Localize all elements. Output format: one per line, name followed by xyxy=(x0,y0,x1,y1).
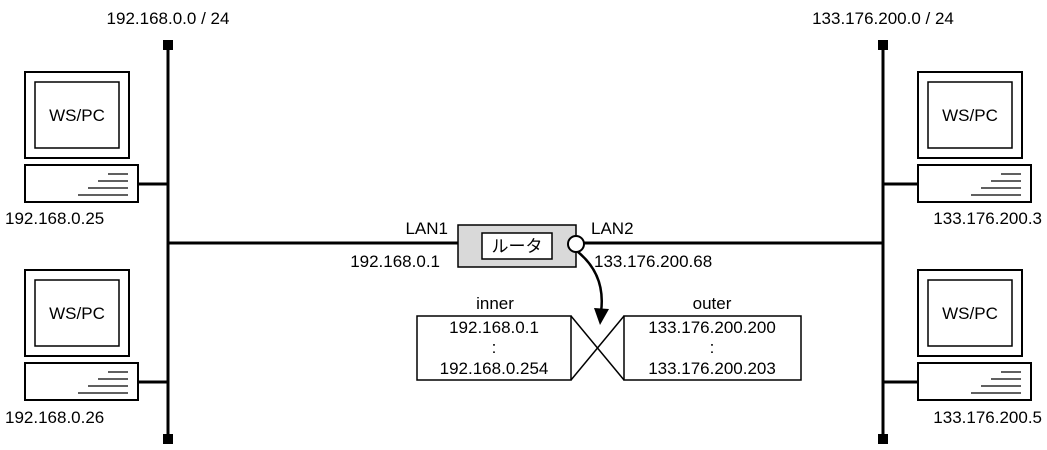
nat-arrowhead xyxy=(594,308,609,325)
host-bottom-left: WS/PC 192.168.0.26 xyxy=(5,269,168,427)
host-top-left: WS/PC 192.168.0.25 xyxy=(5,71,168,228)
inner-end: 192.168.0.254 xyxy=(440,359,549,378)
computer-icon xyxy=(24,71,139,203)
right-bus-top-terminator xyxy=(878,40,888,50)
inner-start: 192.168.0.1 xyxy=(449,318,539,337)
drive-slots xyxy=(78,371,128,394)
computer-icon xyxy=(24,269,139,401)
inner-ellipsis: : xyxy=(492,338,497,357)
monitor-screen xyxy=(34,81,120,149)
outer-start: 133.176.200.200 xyxy=(648,318,776,337)
router-label: ルータ xyxy=(492,237,543,256)
computer-icon xyxy=(917,269,1032,401)
lan2-ip: 133.176.200.68 xyxy=(594,252,712,271)
system-unit xyxy=(917,164,1032,203)
host-label: WS/PC xyxy=(942,304,998,323)
monitor-screen xyxy=(34,279,120,347)
host-top-right: WS/PC 133.176.200.3 xyxy=(883,71,1042,228)
system-unit xyxy=(24,362,139,401)
system-unit xyxy=(24,164,139,203)
host-label: WS/PC xyxy=(49,304,105,323)
system-unit xyxy=(917,362,1032,401)
router: ルータ LAN1 192.168.0.1 LAN2 133.176.200.68 xyxy=(168,219,883,325)
left-subnet-label: 192.168.0.0 / 24 xyxy=(107,9,230,28)
lan2-name: LAN2 xyxy=(591,219,634,238)
lan2-nat-interface-marker xyxy=(567,235,585,253)
right-subnet-label: 133.176.200.0 / 24 xyxy=(812,9,954,28)
host-ip: 133.176.200.5 xyxy=(933,408,1042,427)
host-ip: 192.168.0.26 xyxy=(5,408,104,427)
nat-table: inner outer 192.168.0.1 : 192.168.0.254 … xyxy=(416,294,802,381)
inner-title: inner xyxy=(476,294,514,313)
monitor-screen xyxy=(927,279,1013,347)
computer-icon xyxy=(917,71,1032,203)
outer-range-box xyxy=(623,315,802,381)
host-label: WS/PC xyxy=(49,106,105,125)
outer-title: outer xyxy=(693,294,732,313)
left-bus-bottom-terminator xyxy=(163,434,173,444)
lan1-ip: 192.168.0.1 xyxy=(350,252,440,271)
lan1-name: LAN1 xyxy=(405,219,448,238)
left-bus-top-terminator xyxy=(163,40,173,50)
outer-end: 133.176.200.203 xyxy=(648,359,776,378)
drive-slots xyxy=(971,173,1021,196)
nat-arrow xyxy=(577,251,603,313)
host-ip: 133.176.200.3 xyxy=(933,209,1042,228)
router-label-box xyxy=(481,232,553,260)
monitor-screen xyxy=(927,81,1013,149)
host-bottom-right: WS/PC 133.176.200.5 xyxy=(883,269,1042,427)
drive-slots xyxy=(78,173,128,196)
cross-line-b xyxy=(570,315,625,381)
inner-range-box xyxy=(416,315,572,381)
outer-ellipsis: : xyxy=(710,338,715,357)
host-label: WS/PC xyxy=(942,106,998,125)
right-bus-bottom-terminator xyxy=(878,434,888,444)
host-ip: 192.168.0.25 xyxy=(5,209,104,228)
drive-slots xyxy=(971,371,1021,394)
